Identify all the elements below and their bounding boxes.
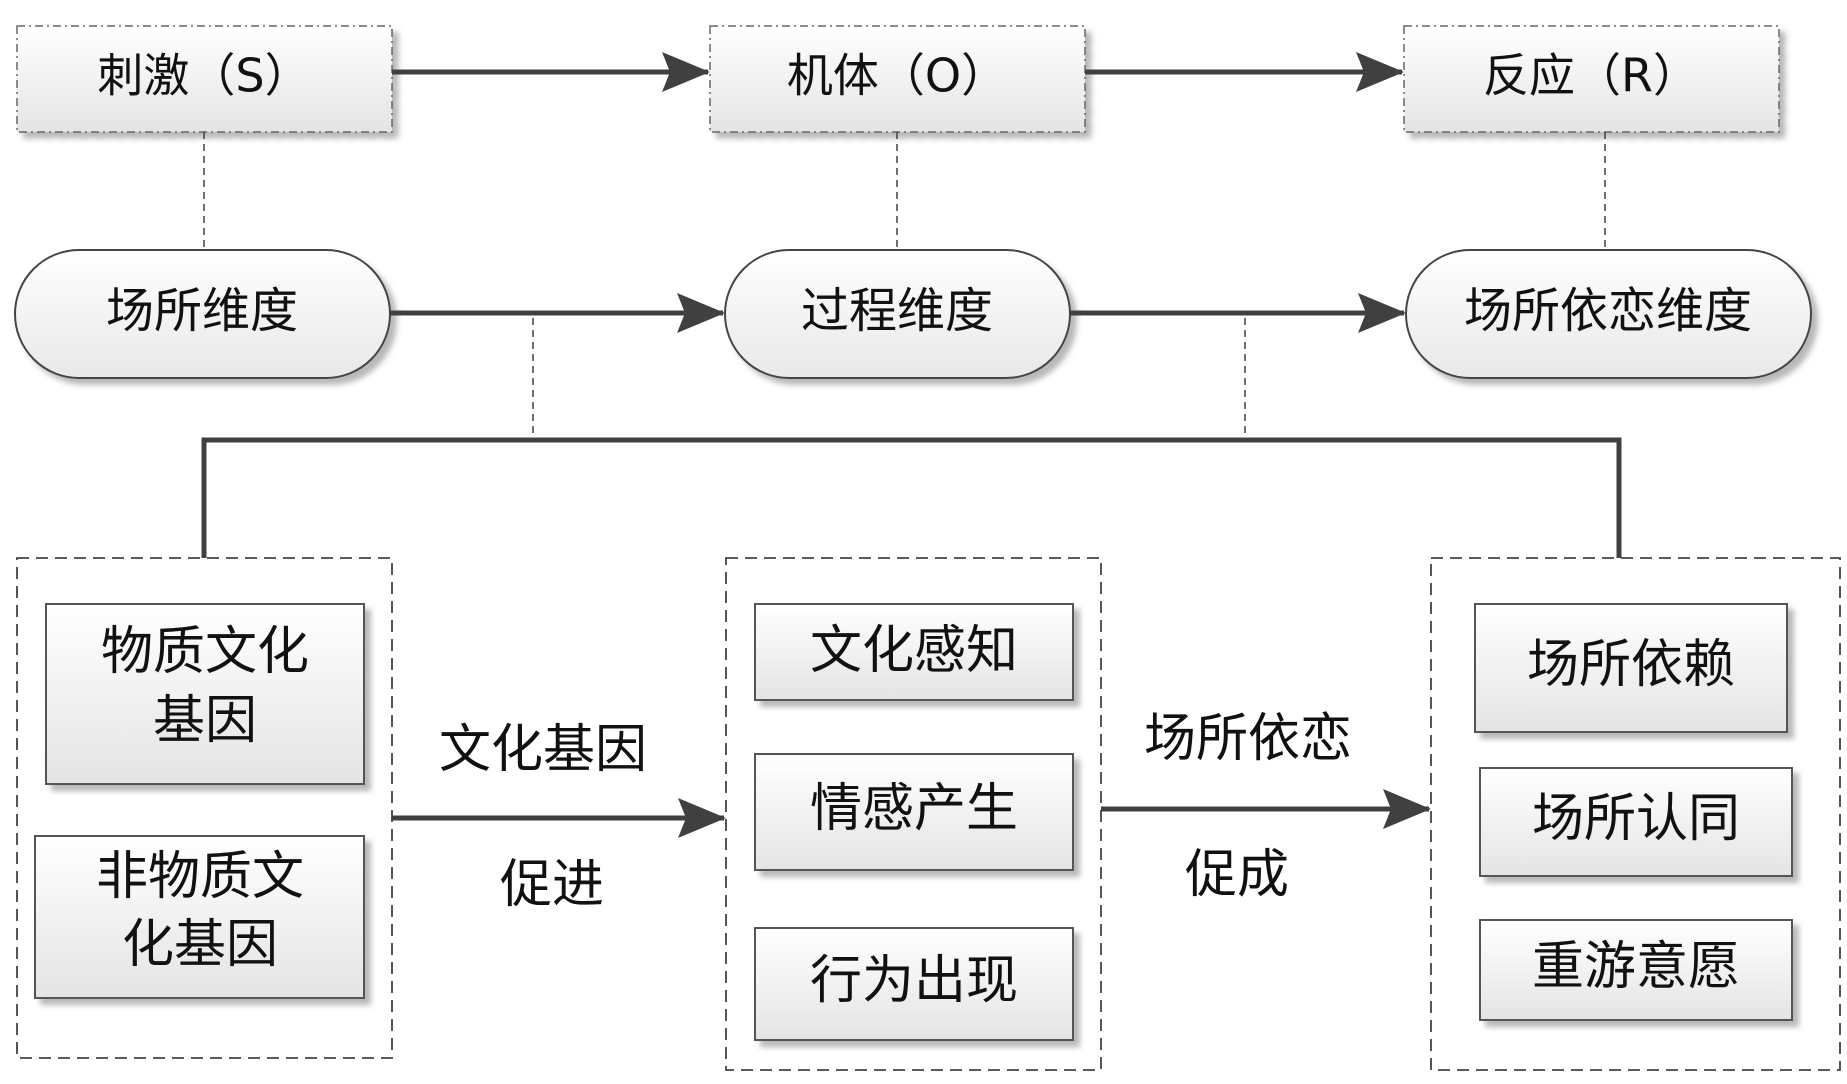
process-dimension-label: 过程维度 <box>801 283 993 339</box>
edge-label-attachment-achieve-top: 场所依恋 <box>1144 709 1352 769</box>
revisit-box: 重游意愿 <box>1479 919 1793 1021</box>
emotion-box: 情感产生 <box>754 753 1074 871</box>
nonmaterial-gene-box: 非物质文 化基因 <box>34 835 365 999</box>
stimulus-box: 刺激（S） <box>16 25 393 133</box>
response-label: 反应（R） <box>1483 49 1699 103</box>
attachment-dimension-label: 场所依恋维度 <box>1464 283 1752 339</box>
edge-label-gene-promote-bottom: 促进 <box>500 855 604 915</box>
place-dimension-pill: 场所维度 <box>14 249 391 379</box>
perception-box: 文化感知 <box>754 603 1074 701</box>
nonmaterial-gene-line-1: 非物质文 <box>96 847 304 907</box>
group-bracket <box>201 437 1622 558</box>
place-dimension-label: 场所维度 <box>106 283 298 339</box>
stimulus-label: 刺激（S） <box>97 49 310 103</box>
material-gene-line-1: 物质文化 <box>101 622 309 682</box>
process-dimension-pill: 过程维度 <box>724 249 1071 379</box>
organism-label: 机体（O） <box>787 49 1007 103</box>
edge-label-attachment-achieve-bottom: 促成 <box>1185 845 1289 905</box>
middle-group-frame <box>725 557 1102 1071</box>
nonmaterial-gene-line-2: 化基因 <box>122 915 278 975</box>
identity-label: 场所认同 <box>1532 789 1740 849</box>
response-box: 反应（R） <box>1403 25 1780 133</box>
behavior-box: 行为出现 <box>754 927 1074 1041</box>
material-gene-line-2: 基因 <box>153 691 257 751</box>
material-gene-box: 物质文化 基因 <box>45 603 365 785</box>
identity-box: 场所认同 <box>1479 767 1793 877</box>
edge-label-gene-promote-top: 文化基因 <box>439 720 647 780</box>
perception-label: 文化感知 <box>810 621 1018 681</box>
revisit-label: 重游意愿 <box>1532 937 1740 997</box>
dependence-label: 场所依赖 <box>1527 635 1735 695</box>
emotion-label: 情感产生 <box>810 779 1018 839</box>
organism-box: 机体（O） <box>709 25 1086 133</box>
dependence-box: 场所依赖 <box>1474 603 1788 733</box>
behavior-label: 行为出现 <box>810 951 1018 1011</box>
attachment-dimension-pill: 场所依恋维度 <box>1405 249 1812 379</box>
right-group-frame <box>1430 557 1841 1071</box>
